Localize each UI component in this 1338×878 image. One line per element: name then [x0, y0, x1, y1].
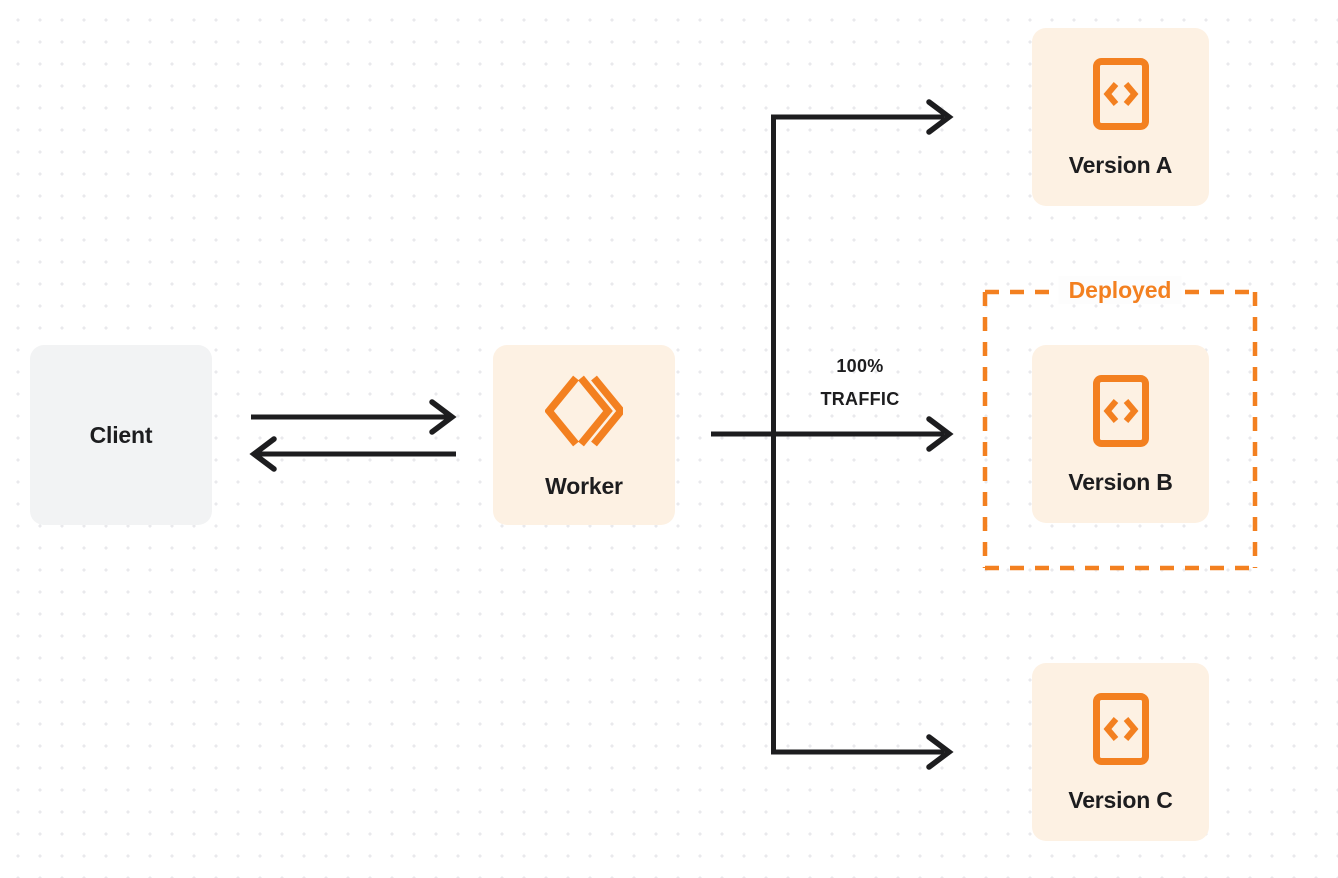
code-brackets-icon	[1092, 692, 1149, 765]
edge-branch-to-version-a	[771, 99, 954, 135]
traffic-label: 100% TRAFFIC	[772, 350, 948, 417]
code-brackets-icon	[1092, 374, 1149, 447]
version-c-label: Version C	[1068, 786, 1173, 813]
worker-label: Worker	[545, 472, 623, 499]
client-label: Client	[89, 421, 153, 448]
version-a-label: Version A	[1068, 151, 1173, 178]
version-b-label: Version B	[1068, 468, 1173, 495]
traffic-percent-text: 100%	[836, 356, 884, 376]
node-version-a[interactable]: Version A	[1032, 28, 1209, 206]
edge-branch-to-version-c	[771, 734, 954, 770]
edge-worker-to-version-b	[711, 416, 954, 452]
edge-worker-to-client	[249, 436, 456, 472]
node-version-c[interactable]: Version C	[1032, 663, 1209, 841]
node-client[interactable]: Client	[30, 345, 212, 525]
group-deployed: Deployed	[982, 276, 1258, 571]
deployed-dashed-border	[982, 289, 1258, 571]
cloudflare-workers-logo-icon	[545, 373, 623, 449]
edge-client-to-worker	[251, 399, 457, 435]
node-version-b[interactable]: Version B	[1032, 345, 1209, 523]
deployed-group-label: Deployed	[1058, 276, 1182, 304]
code-brackets-icon	[1092, 57, 1149, 130]
traffic-word-text: TRAFFIC	[820, 389, 900, 410]
node-worker[interactable]: Worker	[493, 345, 675, 525]
